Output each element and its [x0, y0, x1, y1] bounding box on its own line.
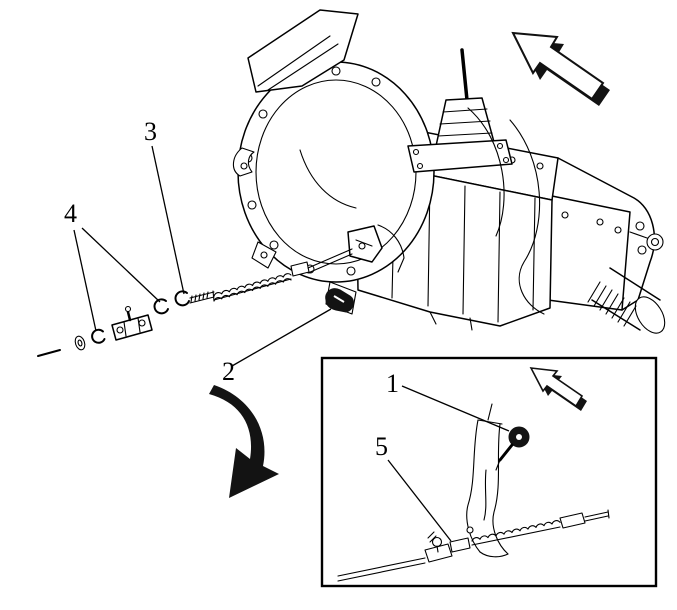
left-bracket: [232, 147, 255, 177]
grommet: [495, 426, 530, 471]
output-shaft: [587, 267, 666, 334]
callout-3-label: 3: [144, 117, 157, 146]
callout-5-label: 5: [375, 432, 388, 461]
side-fitting: [629, 221, 664, 251]
inset-border: [320, 356, 658, 588]
callout-5: 5: [375, 432, 452, 542]
main-direction-arrow-icon: [511, 31, 610, 106]
callout-2-label: 2: [222, 357, 235, 386]
retaining-clip-b: [153, 298, 169, 315]
coil-spring: [212, 273, 292, 302]
transmission-assembly: [232, 9, 666, 334]
inset-cable: [337, 509, 610, 582]
detail-flow-arrow-icon: [209, 385, 279, 498]
retaining-clip-a: [91, 328, 106, 344]
gear-shifter: [407, 48, 513, 173]
retaining-clip-c: [174, 290, 190, 307]
washer: [74, 335, 86, 351]
rear-housing: [547, 157, 666, 334]
callout-2: 2: [222, 308, 332, 386]
inset-direction-arrow-icon: [529, 367, 587, 411]
callout-4: 4: [64, 199, 161, 332]
callout-1-label: 1: [386, 369, 399, 398]
cable-sleeve: [290, 248, 353, 277]
centerline-dash: [37, 349, 61, 357]
inset-panel: 1 5: [320, 356, 658, 588]
lower-tab: [251, 241, 277, 269]
top-flange: [247, 9, 359, 93]
clutch-cable-assembly: [37, 248, 353, 357]
bell-housing: [232, 9, 435, 283]
threaded-rod: [189, 291, 215, 304]
cable-retainer-clip: [325, 288, 354, 313]
cable-bracket: [347, 225, 383, 263]
inset-bracket: [466, 403, 509, 558]
callout-4-label: 4: [64, 199, 77, 228]
clevis-block: [111, 305, 153, 341]
callout-1: 1: [386, 369, 510, 432]
callout-3: 3: [144, 117, 185, 295]
